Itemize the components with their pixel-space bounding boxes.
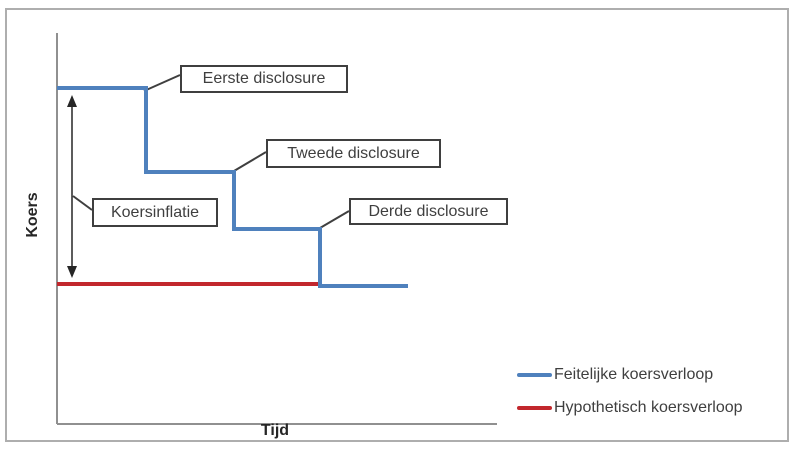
legend-label-hypothetisch: Hypothetisch koersverloop — [554, 399, 743, 416]
annotation-derde-disclosure: Derde disclosure — [349, 198, 508, 225]
legend-item-hypothetisch: Hypothetisch koersverloop — [517, 396, 743, 420]
blue-line-swatch-icon — [517, 373, 552, 377]
y-axis-label: Koers — [24, 192, 41, 238]
legend-item-feitelijke: Feitelijke koersverloop — [517, 363, 743, 387]
legend-label-feitelijke: Feitelijke koersverloop — [554, 366, 714, 383]
annotation-tweede-disclosure: Tweede disclosure — [266, 139, 441, 168]
x-axis-label: Tijd — [260, 422, 290, 439]
annotation-eerste-disclosure: Eerste disclosure — [180, 65, 348, 93]
annotation-koersinflatie: Koersinflatie — [92, 198, 218, 227]
legend: Feitelijke koersverloop Hypothetisch koe… — [517, 363, 743, 429]
red-line-swatch-icon — [517, 406, 552, 410]
